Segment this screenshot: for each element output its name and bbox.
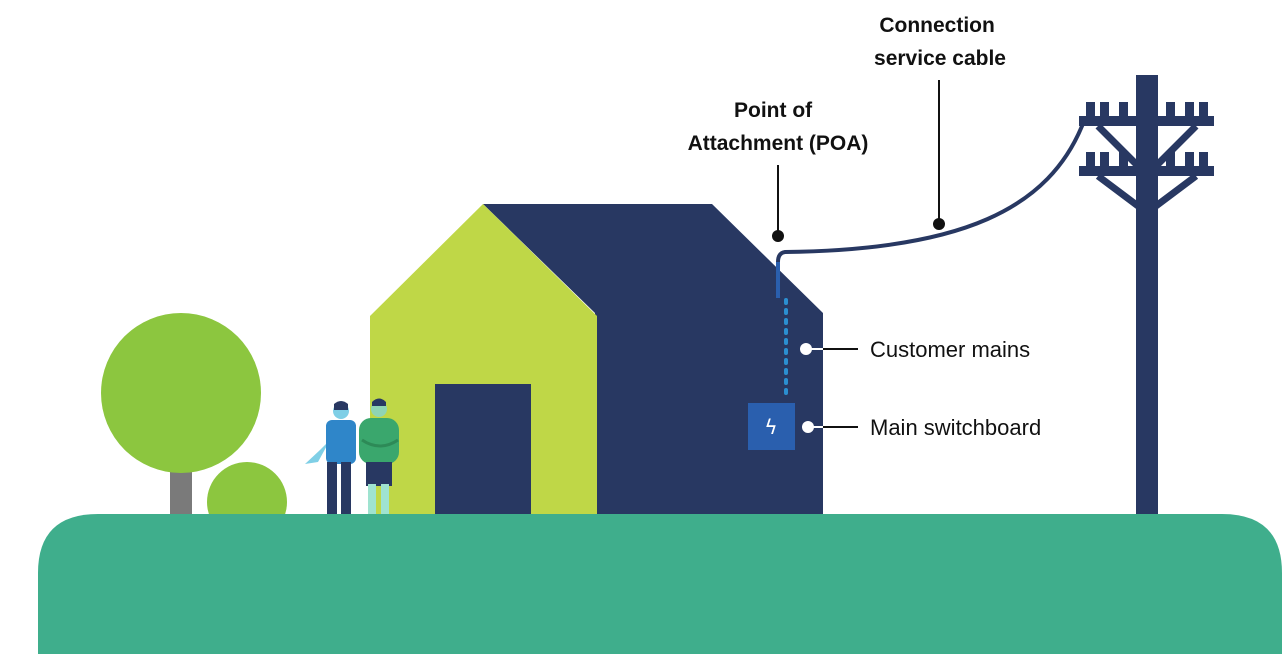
pole-crossarm-lower xyxy=(1079,166,1214,176)
pole-brace xyxy=(1095,123,1199,209)
switchboard-box xyxy=(748,403,795,450)
label-connection-line2: service cable xyxy=(874,47,1006,70)
ground-hill xyxy=(38,514,1282,654)
marker-poa xyxy=(772,230,784,242)
label-poa-line2: Attachment (POA) xyxy=(688,132,869,155)
house xyxy=(370,204,823,520)
power-pole xyxy=(1079,75,1214,520)
annotation-leaders xyxy=(772,80,945,433)
house-dark-side xyxy=(483,204,823,520)
lightning-icon: ϟ xyxy=(764,415,777,439)
connection-service-cable xyxy=(776,120,1086,300)
house-front xyxy=(370,204,597,520)
person-right xyxy=(359,398,399,519)
person-left xyxy=(305,401,356,519)
pole-shaft xyxy=(1136,75,1158,520)
pole-crossarm-upper xyxy=(1079,116,1214,126)
label-connection-service-cable: Connection service cable xyxy=(874,14,1006,70)
pole-insulators xyxy=(1086,102,1208,166)
label-point-of-attachment: Point of Attachment (POA) xyxy=(688,99,869,155)
label-customer-mains: Customer mains xyxy=(870,337,1030,362)
label-connection-line1: Connection xyxy=(879,14,995,37)
marker-connection-cable xyxy=(933,218,945,230)
marker-switchboard xyxy=(802,421,814,433)
tree-foliage xyxy=(101,313,261,473)
marker-customer-mains xyxy=(800,343,812,355)
large-tree xyxy=(101,313,261,518)
tree-trunk xyxy=(170,462,192,518)
label-poa-line1: Point of xyxy=(734,99,813,122)
label-main-switchboard: Main switchboard xyxy=(870,415,1041,440)
house-door xyxy=(435,384,531,520)
main-switchboard: ϟ xyxy=(748,403,795,450)
